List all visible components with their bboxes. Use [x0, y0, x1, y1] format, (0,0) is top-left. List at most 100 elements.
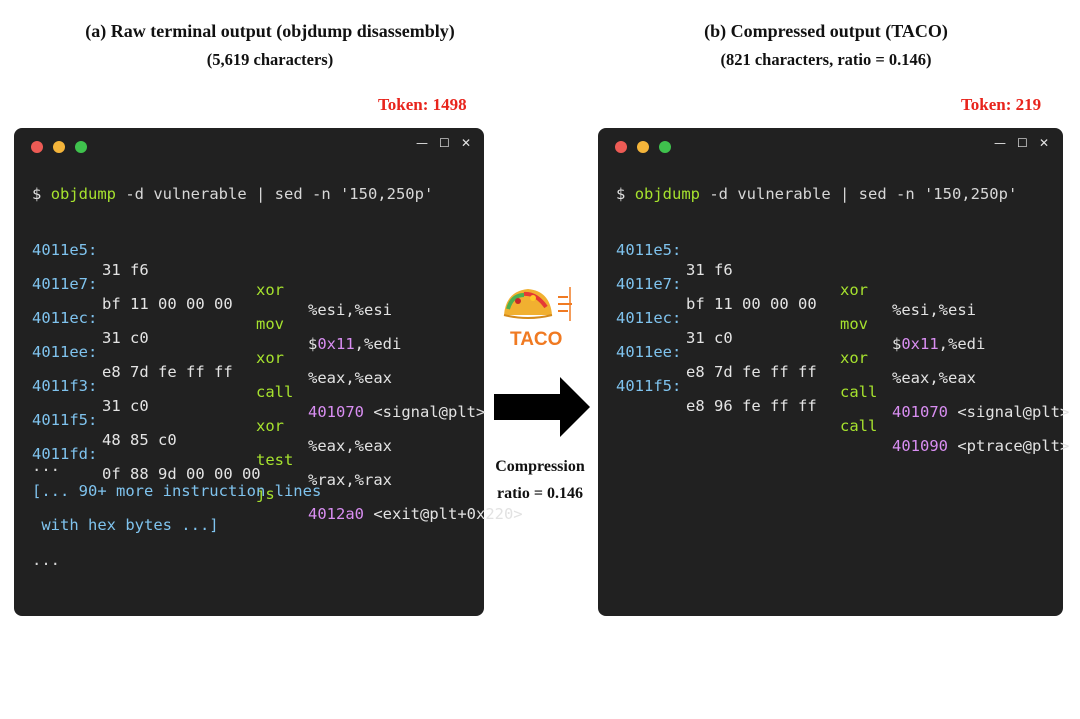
- operands: %esi,%esi: [892, 301, 976, 319]
- address: 4011ee:: [32, 343, 98, 361]
- address: 4011e5:: [616, 241, 682, 259]
- mnemonic: xor: [256, 281, 284, 299]
- minimize-icon[interactable]: —: [994, 136, 1006, 150]
- hex-bytes: 48 85 c0: [102, 431, 177, 449]
- operands: %rax,%rax: [308, 471, 392, 489]
- table-row: 4011ee: e8 7d fe ff ff call 401070 <sign…: [32, 322, 485, 421]
- minimize-dot[interactable]: [53, 141, 65, 153]
- close-dot[interactable]: [31, 141, 43, 153]
- command-args: -d vulnerable | sed -n '150,250p': [116, 185, 434, 203]
- hex-bytes: bf 11 00 00 00: [686, 295, 817, 313]
- mnemonic: test: [256, 451, 294, 469]
- right-token-count: Token: 219: [961, 95, 1042, 114]
- hex-bytes: 31 c0: [102, 397, 149, 415]
- right-terminal-window: — ☐ ✕ $ objdump -d vulnerable | sed -n '…: [598, 128, 1069, 616]
- mnemonic: xor: [840, 349, 868, 367]
- command-line: $ objdump -d vulnerable | sed -n '150,25…: [616, 184, 1017, 204]
- mnemonic: mov: [840, 315, 868, 333]
- table-row: 4011f5: e8 96 fe ff ff call 401090 <ptra…: [616, 356, 1069, 455]
- operands: 4012a0 <exit@plt+0x220>: [308, 505, 523, 523]
- operands: %eax,%eax: [308, 369, 392, 387]
- hex-bytes: 31 f6: [686, 261, 733, 279]
- mnemonic: xor: [840, 281, 868, 299]
- address: 4011ec:: [32, 309, 98, 327]
- left-heading: (a) Raw terminal output (objdump disasse…: [14, 16, 526, 74]
- table-row: 4011ee: e8 7d fe ff ff call 401070 <sign…: [616, 322, 1069, 421]
- maximize-icon[interactable]: ☐: [1017, 136, 1028, 150]
- operands: %eax,%eax: [308, 437, 392, 455]
- address: 4011e7:: [32, 275, 98, 293]
- minimize-icon[interactable]: —: [416, 136, 428, 150]
- right-heading: (b) Compressed output (TACO) (821 charac…: [598, 16, 1054, 74]
- address: 4011ec:: [616, 309, 682, 327]
- taco-logo-text: TACO: [510, 329, 563, 350]
- close-icon[interactable]: ✕: [461, 136, 472, 150]
- operands: %esi,%esi: [308, 301, 392, 319]
- mnemonic: call: [840, 383, 878, 401]
- address: 4011e7:: [616, 275, 682, 293]
- hex-bytes: 31 f6: [102, 261, 149, 279]
- more-lines-note-2: with hex bytes ...]: [32, 516, 219, 534]
- compression-label: Compression ratio = 0.146: [480, 453, 600, 507]
- operands: %eax,%eax: [892, 369, 976, 387]
- hex-bytes: 0f 88 9d 00 00 00: [102, 465, 261, 483]
- hex-bytes: bf 11 00 00 00: [102, 295, 233, 313]
- table-row: 4011e7: bf 11 00 00 00 mov $0x11,%edi: [616, 254, 1056, 353]
- command-name: objdump: [634, 185, 701, 203]
- address: 4011f5:: [616, 377, 682, 395]
- mnemonic: xor: [256, 349, 284, 367]
- hex-bytes: 31 c0: [102, 329, 149, 347]
- operands: 401070 <signal@plt>: [308, 403, 486, 421]
- command-name: objdump: [50, 185, 117, 203]
- hex-bytes: e8 96 fe ff ff: [686, 397, 817, 415]
- table-row: 4011ec: 31 c0 xor %eax,%eax: [616, 288, 1056, 387]
- mnemonic: js: [256, 485, 275, 503]
- maximize-dot[interactable]: [75, 141, 87, 153]
- address: 4011f5:: [32, 411, 98, 429]
- mnemonic: xor: [256, 417, 284, 435]
- compression-label-line-1: Compression: [495, 458, 585, 475]
- left-subtitle: (5,619 characters): [206, 50, 334, 69]
- maximize-dot[interactable]: [659, 141, 671, 153]
- operands: $0x11,%edi: [892, 335, 986, 353]
- close-dot[interactable]: [615, 141, 627, 153]
- operands: $0x11,%edi: [308, 335, 402, 353]
- left-token-count: Token: 1498: [378, 95, 467, 114]
- hex-bytes: e8 7d fe ff ff: [686, 363, 817, 381]
- taco-icon: [503, 287, 572, 321]
- right-title: (b) Compressed output (TACO): [704, 21, 948, 41]
- mnemonic: call: [256, 383, 294, 401]
- operands: 401070 <signal@plt>: [892, 403, 1070, 421]
- table-row: 4011f3: 31 c0 xor %eax,%eax: [32, 356, 482, 455]
- more-lines-note-1: [... 90+ more instruction lines: [32, 482, 322, 500]
- ellipsis-bottom: ...: [32, 551, 60, 569]
- command-line: $ objdump -d vulnerable | sed -n '150,25…: [32, 184, 433, 204]
- hex-bytes: 31 c0: [686, 329, 733, 347]
- address: 4011e5:: [32, 241, 98, 259]
- mnemonic: call: [840, 417, 878, 435]
- table-row: 4011ec: 31 c0 xor %eax,%eax: [32, 288, 482, 387]
- maximize-icon[interactable]: ☐: [439, 136, 450, 150]
- prompt: $: [616, 185, 626, 203]
- left-terminal-window: — ☐ ✕ $ objdump -d vulnerable | sed -n '…: [14, 128, 523, 616]
- operands: 401090 <ptrace@plt>: [892, 437, 1070, 455]
- hex-bytes: e8 7d fe ff ff: [102, 363, 233, 381]
- mnemonic: mov: [256, 315, 284, 333]
- address: 4011fd:: [32, 445, 98, 463]
- prompt: $: [32, 185, 42, 203]
- compression-label-line-2: ratio = 0.146: [497, 485, 583, 502]
- table-row: 4011e7: bf 11 00 00 00 mov $0x11,%edi: [32, 254, 482, 353]
- table-row: 4011f5: 48 85 c0 test %rax,%rax: [32, 390, 482, 489]
- address: 4011f3:: [32, 377, 98, 395]
- command-args: -d vulnerable | sed -n '150,250p': [700, 185, 1018, 203]
- table-row: 4011fd: 0f 88 9d 00 00 00 js 4012a0 <exi…: [32, 424, 523, 523]
- right-subtitle: (821 characters, ratio = 0.146): [720, 50, 932, 69]
- close-icon[interactable]: ✕: [1039, 136, 1050, 150]
- address: 4011ee:: [616, 343, 682, 361]
- minimize-dot[interactable]: [637, 141, 649, 153]
- ellipsis-top: ...: [32, 457, 60, 475]
- table-row: 4011e5: 31 f6 xor %esi,%esi: [32, 220, 482, 319]
- left-title: (a) Raw terminal output (objdump disasse…: [85, 21, 455, 41]
- arrow-right-icon: [494, 377, 590, 437]
- table-row: 4011e5: 31 f6 xor %esi,%esi: [616, 220, 1056, 319]
